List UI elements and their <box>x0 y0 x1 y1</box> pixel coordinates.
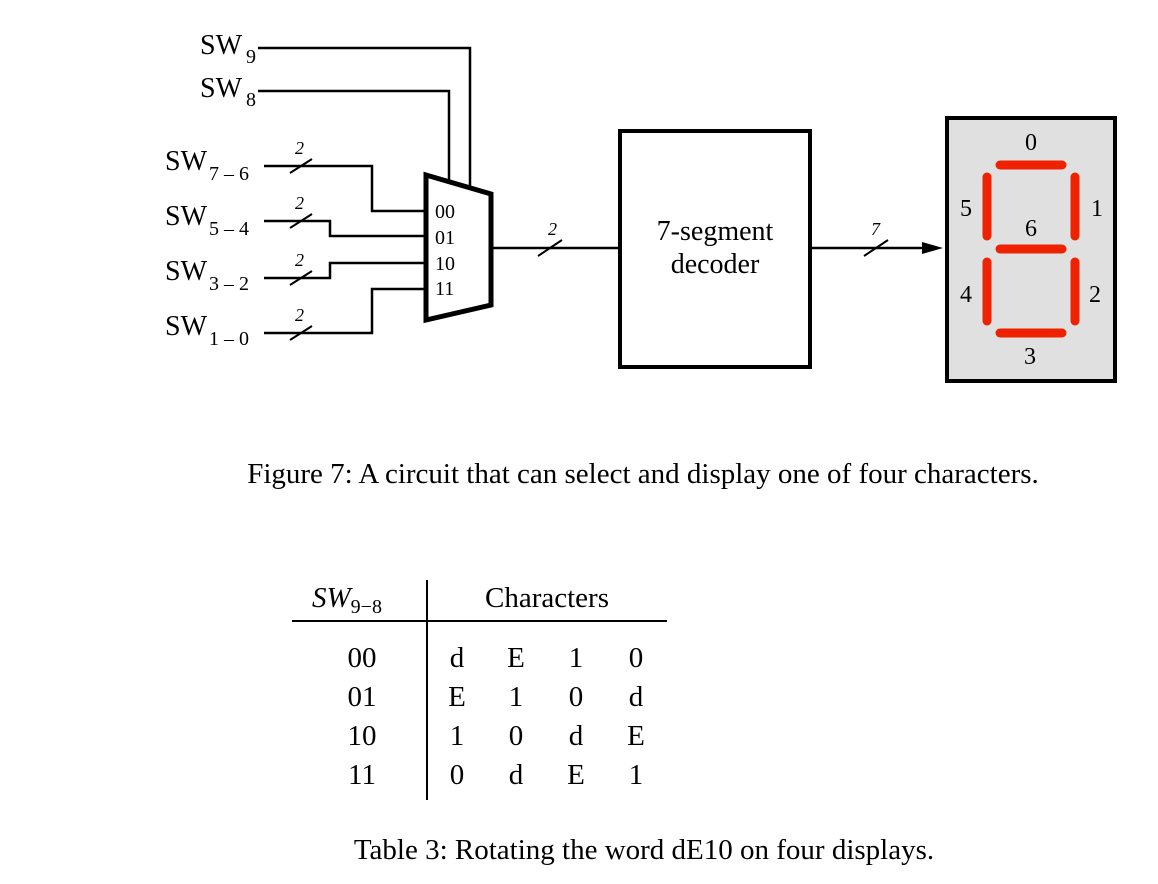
table-cell: 1 <box>568 642 584 674</box>
decoder-label-line2: decoder <box>671 249 760 280</box>
svg-text:1 – 0: 1 – 0 <box>209 328 249 350</box>
sw7-6-label: SW 7 – 6 <box>165 146 249 185</box>
svg-text:SW: SW <box>165 256 208 287</box>
decoder-output-bus-slash: 7 <box>863 219 889 257</box>
seven-segment-decoder <box>618 129 812 369</box>
table-cell: 1 <box>449 720 465 752</box>
svg-text:8: 8 <box>246 89 256 111</box>
multiplexer <box>423 171 494 324</box>
sw8-wire <box>258 89 451 184</box>
table-cell: E <box>627 720 645 752</box>
sw5-4-wire <box>264 219 426 238</box>
table-cell: 1 <box>628 759 644 791</box>
sw3-2-label: SW 3 – 2 <box>165 256 249 295</box>
segment-label-5: 5 <box>960 196 972 222</box>
table-row-select: 11 <box>348 759 376 791</box>
svg-text:SW: SW <box>200 30 243 61</box>
svg-text:9: 9 <box>246 46 256 68</box>
sw1-0-label: SW 1 – 0 <box>165 311 249 350</box>
svg-text:2: 2 <box>295 305 304 325</box>
table-row: 10 1 0 d E <box>292 720 667 760</box>
segment-label-3: 3 <box>1024 344 1036 370</box>
sw7-6-bus-slash: 2 <box>289 138 313 174</box>
svg-text:SW: SW <box>165 201 208 232</box>
table-cell: 1 <box>508 681 524 713</box>
mux-input-10: 10 <box>435 253 455 275</box>
svg-text:2: 2 <box>295 138 304 158</box>
mux-input-11: 11 <box>435 278 454 300</box>
sw5-4-label: SW 5 – 4 <box>165 201 249 240</box>
table-cell: d <box>568 720 584 752</box>
table-cell: 0 <box>508 720 524 752</box>
arrow-head-icon <box>922 242 943 254</box>
decoder-label-line1: 7-segment <box>657 216 774 247</box>
svg-text:7 – 6: 7 – 6 <box>209 163 249 185</box>
svg-text:2: 2 <box>295 193 304 213</box>
mux-input-01: 01 <box>435 227 455 249</box>
table-header-select: SW9−8 <box>312 582 382 618</box>
svg-text:SW: SW <box>200 73 243 104</box>
figure-caption: Figure 7: A circuit that can select and … <box>247 458 1039 490</box>
table-cell: 0 <box>449 759 465 791</box>
table-cell: d <box>508 759 524 791</box>
table-row: 01 E 1 0 d <box>292 681 667 721</box>
segment-label-4: 4 <box>960 282 972 308</box>
segment-label-6: 6 <box>1025 216 1037 242</box>
table-row-select: 10 <box>347 720 377 752</box>
svg-text:SW: SW <box>165 311 208 342</box>
sw7-6-wire <box>264 164 426 213</box>
table-cell: d <box>628 681 644 713</box>
sw9-label: SW 9 <box>200 30 256 68</box>
sw1-0-wire <box>264 287 426 335</box>
table-caption: Table 3: Rotating the word dE10 on four … <box>353 834 935 866</box>
seven-segment-display: 0 1 2 3 4 5 6 <box>945 116 1117 383</box>
segment-label-1: 1 <box>1091 196 1103 222</box>
table-row-select: 00 <box>347 642 377 674</box>
table-cell: d <box>449 642 465 674</box>
table-header-characters: Characters <box>485 582 609 614</box>
svg-text:SW: SW <box>165 146 208 177</box>
sw3-2-bus-slash: 2 <box>289 250 313 286</box>
table-column-rule <box>426 580 428 800</box>
svg-text:2: 2 <box>295 250 304 270</box>
table-cell: E <box>567 759 585 791</box>
segment-label-2: 2 <box>1089 282 1101 308</box>
mux-output-bus-slash: 2 <box>537 219 563 257</box>
table-row-select: 01 <box>347 681 377 713</box>
table-row: 00 d E 1 0 <box>292 642 667 682</box>
table-cell: E <box>448 681 466 713</box>
table-cell: 0 <box>628 642 644 674</box>
mux-input-00: 00 <box>435 201 455 223</box>
sw9-wire <box>258 46 472 192</box>
table-cell: 0 <box>568 681 584 713</box>
svg-text:2: 2 <box>548 219 557 239</box>
sw3-2-wire <box>264 261 426 280</box>
sw8-label: SW 8 <box>200 73 256 111</box>
table-header-rule <box>292 620 667 622</box>
svg-text:5 – 4: 5 – 4 <box>209 218 249 240</box>
table-row: 11 0 d E 1 <box>292 759 667 799</box>
segment-label-0: 0 <box>1025 130 1037 156</box>
sw1-0-bus-slash: 2 <box>289 305 313 341</box>
table-cell: E <box>507 642 525 674</box>
sw5-4-bus-slash: 2 <box>289 193 313 229</box>
circuit-diagram: SW 9 SW 8 SW 7 – 6 2 SW 5 – 4 2 SW 3 – 2… <box>165 30 1117 383</box>
svg-text:3 – 2: 3 – 2 <box>209 273 249 295</box>
svg-text:7: 7 <box>871 219 881 239</box>
